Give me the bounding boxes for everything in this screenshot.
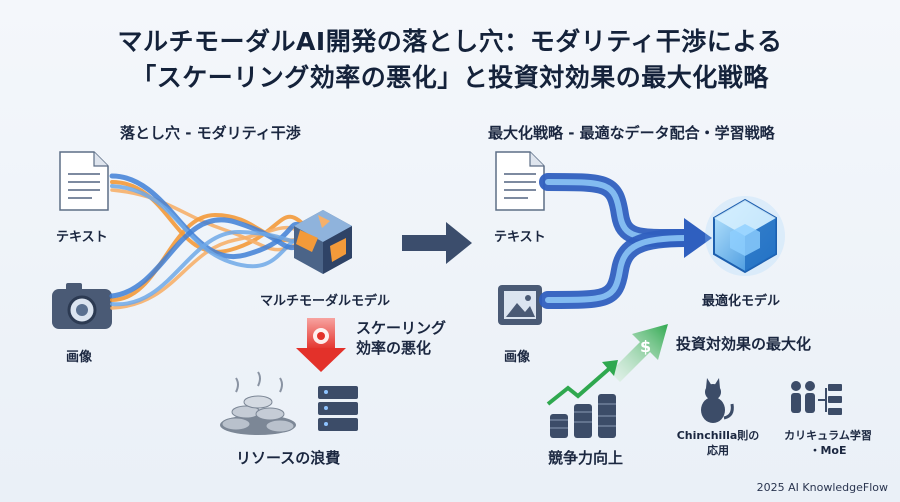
right-model-label: 最適化モデル	[702, 294, 781, 309]
right-image-label: 画像	[504, 350, 531, 365]
roi-arrow: $	[610, 324, 668, 382]
cat-icon	[701, 378, 734, 423]
tangled-flows	[109, 173, 312, 310]
left-model-label: マルチモーダルモデル	[260, 294, 391, 309]
merging-flows	[539, 173, 695, 309]
degrade-label-line-1: スケーリング	[356, 319, 447, 337]
growth-coins-icon	[546, 360, 618, 438]
curriculum-label-line-2: ・MoE	[809, 444, 847, 457]
title-line-2: 「スケーリング効率の悪化」と投資対効果の最大化戦略	[131, 63, 769, 92]
camera-icon-left	[52, 283, 112, 329]
merge-arrowhead	[684, 218, 712, 258]
right-text-label: テキスト	[494, 230, 546, 245]
degrade-arrow	[296, 318, 346, 372]
roi-label: 投資対効果の最大化	[676, 335, 812, 353]
document-icon-right	[495, 151, 545, 211]
curriculum-label-line-1: カリキュラム学習	[784, 429, 872, 442]
left-text-label: テキスト	[56, 230, 108, 245]
chinchilla-label-line-1: Chinchilla則の	[676, 429, 760, 442]
coin-pile-icon	[220, 371, 296, 435]
chinchilla-label-line-2: 応用	[707, 444, 729, 457]
left-image-label: 画像	[66, 350, 93, 365]
multimodal-model-icon	[294, 210, 352, 274]
document-icon-left	[59, 151, 109, 211]
footer-credit: 2025 AI KnowledgeFlow	[756, 481, 888, 494]
title-line-1: マルチモーダルAI開発の落とし穴：モダリティ干渉による	[117, 27, 783, 56]
server-stack-icon	[318, 386, 358, 431]
right-heading: 最大化戦略 - 最適なデータ配合・学習戦略	[488, 124, 775, 142]
curriculum-label: カリキュラム学習 ・MoE	[772, 428, 884, 458]
optimized-model-icon	[705, 196, 785, 276]
left-heading: 落とし穴 - モダリティ干渉	[120, 124, 301, 142]
curriculum-moe-icon	[791, 381, 842, 415]
transition-arrow	[402, 222, 472, 264]
waste-label: リソースの浪費	[236, 449, 341, 467]
degrade-label: スケーリング 効率の悪化	[356, 318, 446, 358]
svg-text:$: $	[640, 337, 651, 356]
degrade-label-line-2: 効率の悪化	[356, 339, 432, 357]
picture-icon-right	[498, 285, 542, 325]
competitive-label: 競争力向上	[548, 449, 624, 467]
chinchilla-label: Chinchilla則の 応用	[670, 428, 766, 458]
